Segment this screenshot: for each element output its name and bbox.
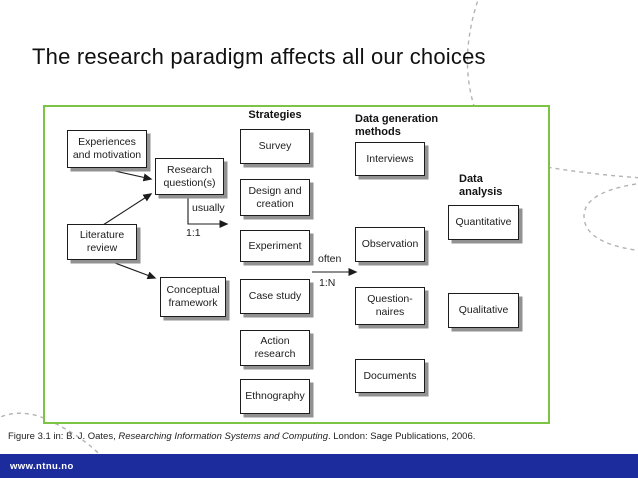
box-research-questions: Research question(s) — [155, 158, 224, 195]
box-qualitative: Qualitative — [448, 293, 519, 328]
box-conceptual-framework: Conceptual framework — [160, 277, 226, 317]
column-header-strategies: Strategies — [248, 109, 302, 121]
box-quantitative: Quantitative — [448, 205, 519, 240]
box-label: Observation — [361, 238, 419, 251]
box-survey: Survey — [240, 129, 310, 164]
box-observation: Observation — [355, 227, 425, 262]
arrow-experiences-to-questions — [96, 166, 153, 182]
caption-prefix: Figure 3.1 in: B. J. Oates, — [8, 431, 119, 442]
box-label: Qualitative — [458, 304, 509, 317]
box-label: Interviews — [366, 152, 414, 165]
slide-title: The research paradigm affects all our ch… — [32, 44, 486, 69]
box-label: Experiment — [248, 239, 302, 252]
box-label: Question-naires — [367, 293, 413, 318]
figure-frame: Strategies Data generation methods Data … — [43, 105, 550, 424]
figure-caption: Figure 3.1 in: B. J. Oates, Researching … — [8, 431, 475, 442]
box-experiences-and-motivation: Experiences and motivation — [67, 130, 147, 168]
arrow-literature-to-conceptual — [106, 259, 157, 280]
box-action-research: Action research — [240, 330, 310, 366]
caption-book-title: Researching Information Systems and Comp… — [118, 431, 328, 442]
box-label: Ethnography — [245, 390, 305, 403]
box-label: Design and creation — [248, 184, 302, 210]
box-label: Experiences and motivation — [72, 136, 142, 161]
box-label: Case study — [248, 290, 302, 303]
box-label: Action research — [254, 335, 296, 360]
box-label: Documents — [363, 369, 417, 382]
caption-suffix: . London: Sage Publications, 2006. — [328, 431, 476, 442]
column-header-data-analysis: Data analysis — [459, 173, 503, 198]
box-questionnaires: Question-naires — [355, 287, 425, 325]
edge-label-ratio-1-1: 1:1 — [186, 227, 201, 239]
footer-url: www.ntnu.no — [10, 460, 74, 472]
footer-bar: www.ntnu.no — [0, 454, 638, 478]
box-case-study: Case study — [240, 279, 310, 314]
box-interviews: Interviews — [355, 142, 425, 176]
box-label: Conceptual framework — [166, 284, 220, 309]
box-label: Research question(s) — [163, 163, 216, 189]
arrow-literature-to-questions — [102, 193, 153, 226]
edge-label-often: often — [318, 253, 342, 265]
column-header-data-generation-methods: Data generation methods — [355, 113, 439, 138]
box-label: Literature review — [79, 229, 125, 254]
box-ethnography: Ethnography — [240, 379, 310, 414]
edge-label-ratio-1-n: 1:N — [319, 277, 336, 289]
box-label: Quantitative — [455, 216, 512, 229]
box-experiment: Experiment — [240, 230, 310, 262]
box-documents: Documents — [355, 359, 425, 393]
box-design-and-creation: Design and creation — [240, 179, 310, 216]
dashed-arc-right-c — [583, 183, 638, 252]
box-literature-review: Literature review — [67, 224, 137, 260]
box-label: Survey — [258, 140, 292, 153]
edge-label-usually: usually — [192, 202, 225, 214]
